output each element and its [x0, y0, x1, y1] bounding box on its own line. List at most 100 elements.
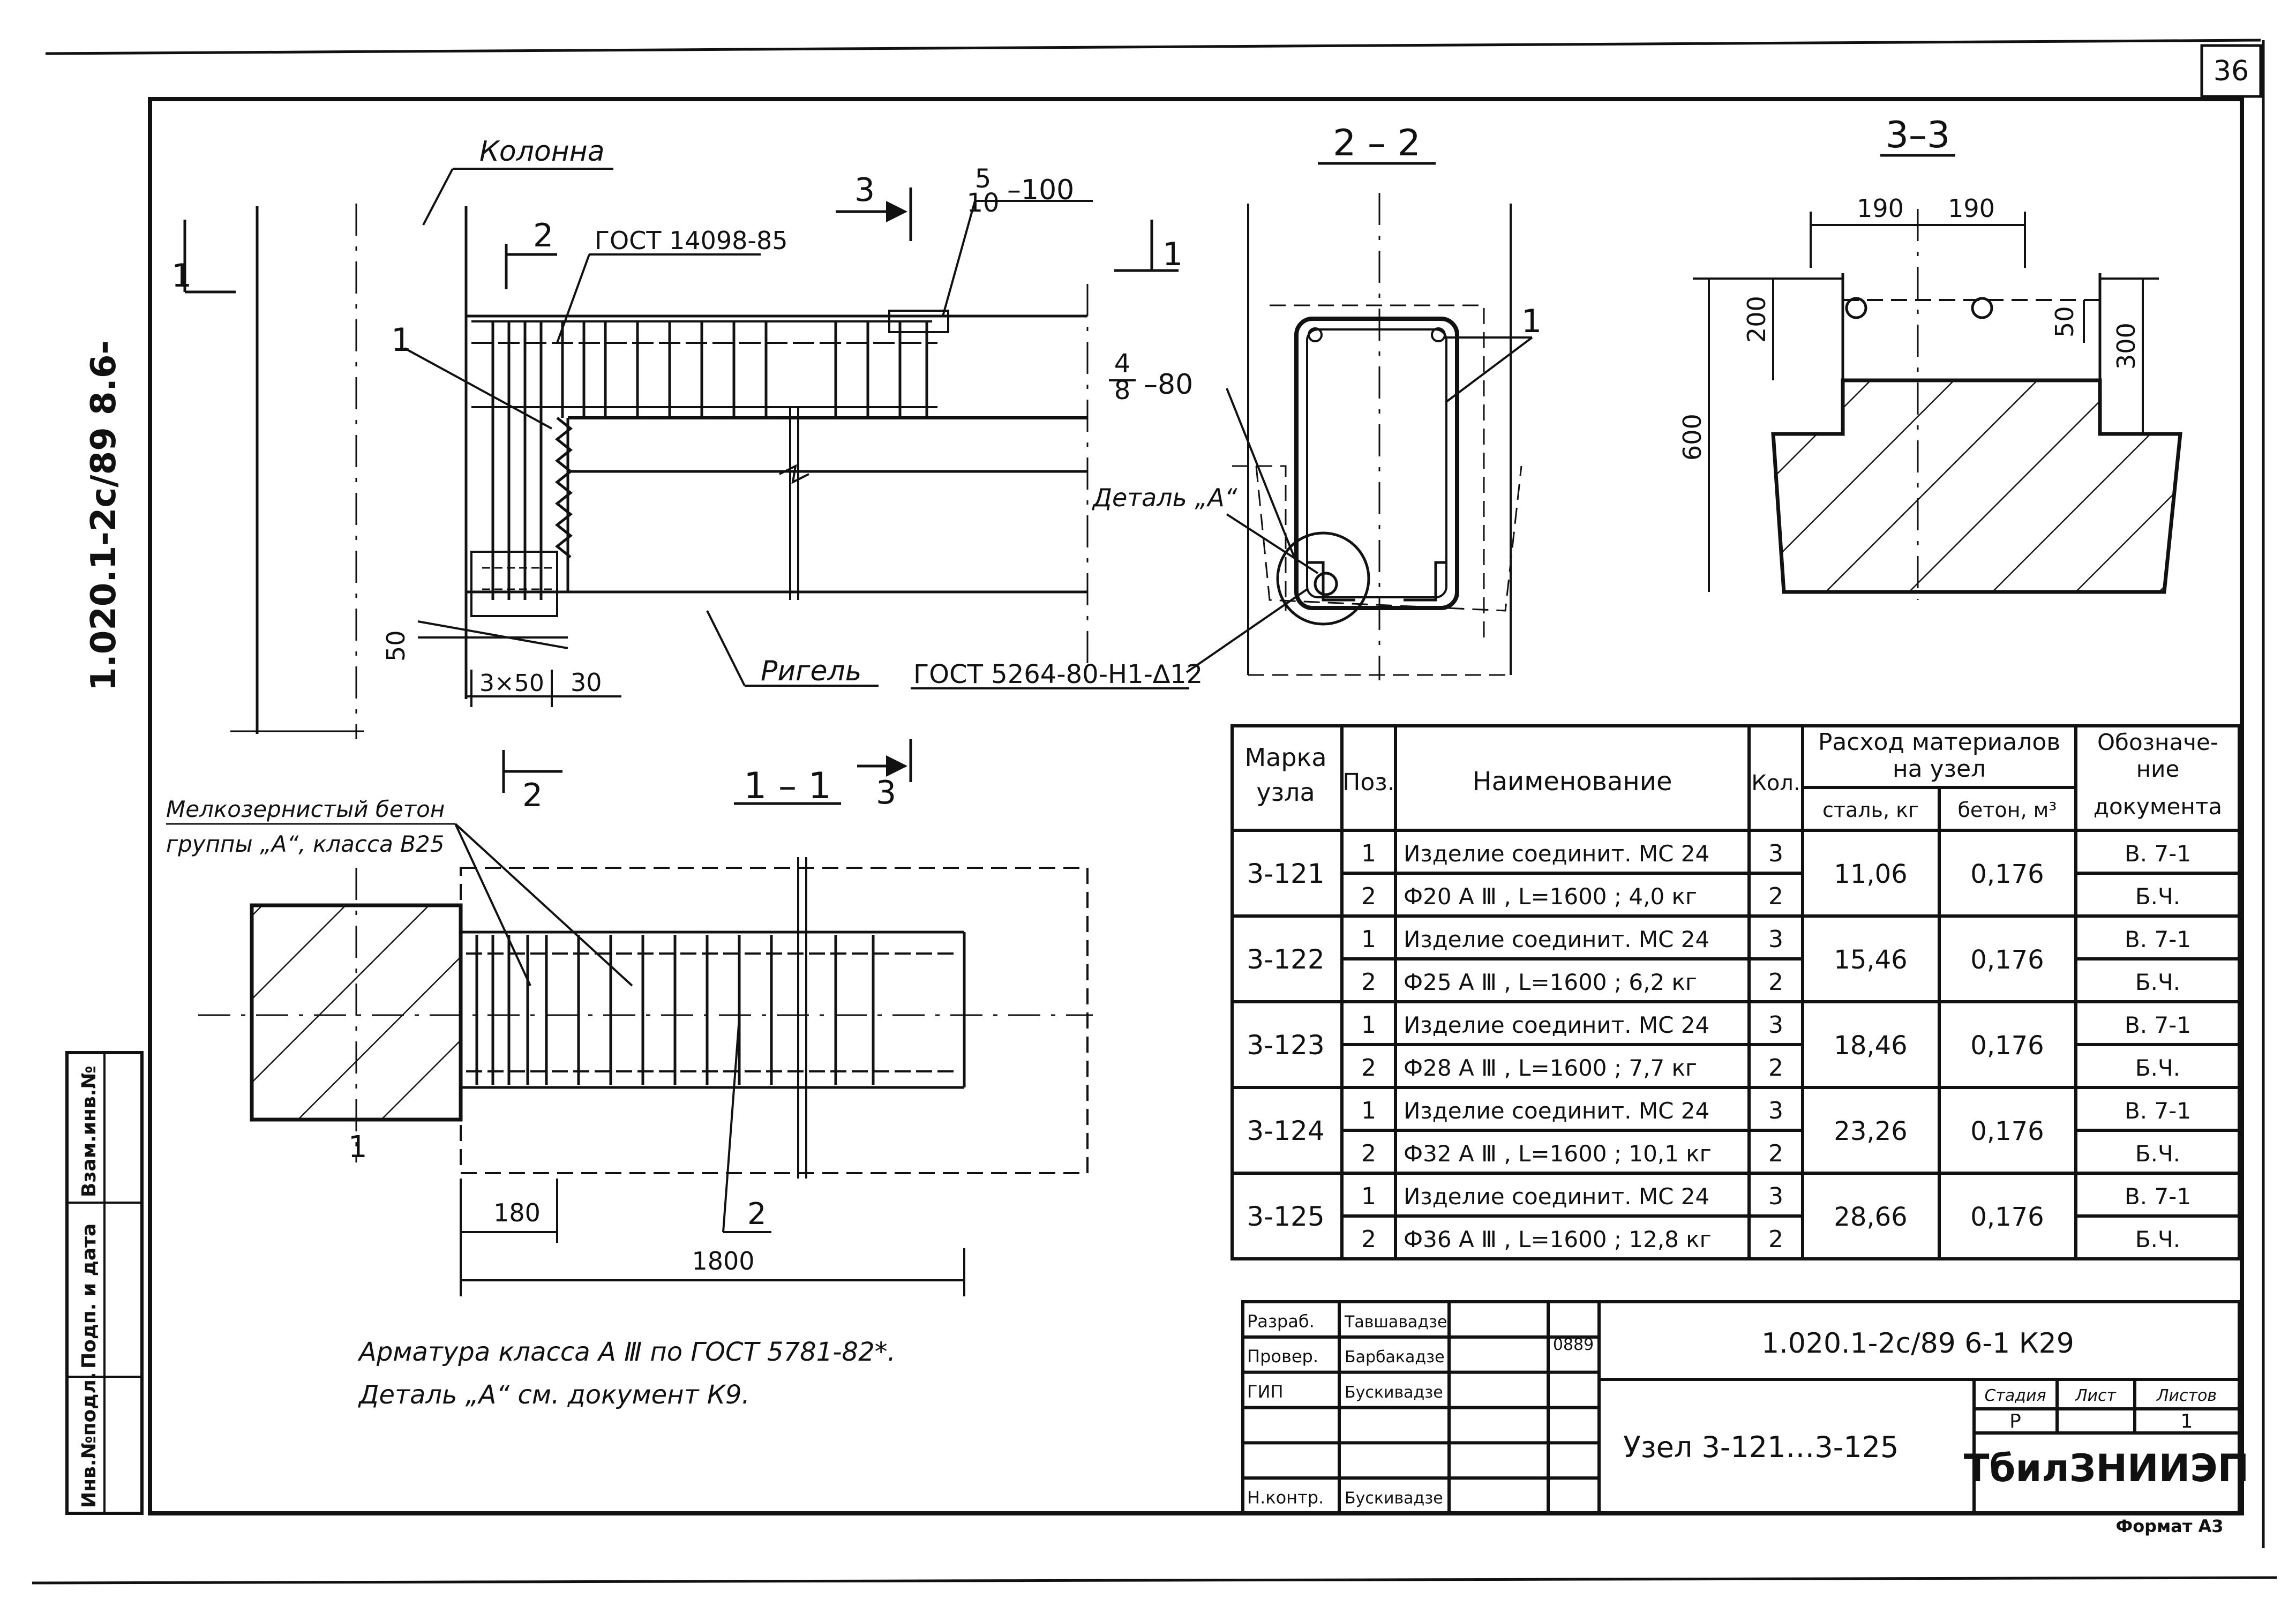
view-1-1: Мелкозернистый бетон группы „А“, класса …	[166, 739, 1093, 1296]
section-title-1-1: 1 – 1	[744, 765, 831, 807]
hdr-mark-2: узла	[1256, 778, 1315, 807]
section-2-2: 2 – 2 1 4 8 –80 Деталь „А“	[1092, 122, 1542, 680]
item-pos: 1	[1361, 1011, 1376, 1039]
title-section-2-2: 2 – 2	[1333, 122, 1421, 164]
hdr-concrete: бетон, м³	[1957, 798, 2057, 822]
hdr-qty: Кол.	[1751, 771, 1800, 796]
item-qty: 2	[1768, 969, 1783, 996]
concrete-note-line1: Мелкозернистый бетон	[166, 796, 445, 822]
hdr-doc-2: ние	[2136, 756, 2180, 782]
note-line-2: Деталь „А“ см. документ К9.	[358, 1380, 750, 1410]
dim-190-right: 190	[1948, 194, 1995, 223]
role-label: Н.контр.	[1247, 1488, 1324, 1508]
item-qty: 2	[1768, 883, 1783, 910]
item-doc: В. 7-1	[2125, 1098, 2191, 1124]
item-qty: 3	[1768, 840, 1783, 867]
row-concrete: 0,176	[1970, 1031, 2044, 1061]
tb-org: ТбилЗНИИЭП	[1964, 1446, 2249, 1490]
hdr-consumption-2: на узел	[1893, 755, 1986, 783]
item-pos: 2	[1361, 969, 1376, 996]
item-name: Ф36 А Ⅲ , L=1600 ; 12,8 кг	[1404, 1226, 1712, 1252]
label-gost-rebar: ГОСТ 5264-80-Н1-∆12	[913, 659, 1203, 689]
dim-3x50: 3×50	[479, 670, 544, 697]
sheet-number-box: 36	[2200, 44, 2262, 98]
hdr-consumption-1: Расход материалов	[1818, 729, 2060, 756]
stirrup-top-den: 10	[966, 188, 999, 218]
sheet-number: 36	[2214, 55, 2249, 87]
dim-50-section: 50	[2050, 306, 2079, 337]
role-name: Бускивадзе	[1345, 1383, 1443, 1402]
hdr-name: Наименование	[1472, 767, 1672, 797]
dim-50: 50	[381, 630, 410, 662]
item-doc: В. 7-1	[2125, 840, 2191, 867]
section-3-mark-1-1: 3	[876, 774, 896, 812]
label-rigel: Ригель	[761, 655, 861, 687]
dim-200: 200	[1742, 296, 1771, 343]
strip-replace-inv: Взам.инв.№	[78, 1065, 100, 1197]
row-mark: 3-124	[1247, 1115, 1324, 1146]
stirrup-mid-step: –80	[1144, 369, 1193, 401]
label-column: Колонна	[479, 136, 605, 168]
row-mark: 3-121	[1247, 858, 1324, 889]
dim-30: 30	[571, 668, 602, 697]
tb-format: Формат А3	[2115, 1516, 2223, 1536]
item-qty: 2	[1768, 1226, 1783, 1253]
detail-a-label: Деталь „А“	[1092, 483, 1237, 512]
row-steel: 11,06	[1834, 859, 1907, 889]
role-name: Тавшавадзе	[1344, 1312, 1447, 1331]
row-steel: 28,66	[1834, 1202, 1907, 1232]
dim-600: 600	[1678, 414, 1707, 461]
tb-stage: Р	[2009, 1410, 2021, 1432]
item-doc: Б.Ч.	[2135, 1140, 2180, 1167]
tb-doc-code: 1.020.1-2с/89 6-1 К29	[1761, 1327, 2074, 1360]
title-section-3-3: 3–3	[1886, 114, 1950, 156]
section-2-2-position-1: 1	[1521, 303, 1542, 340]
item-pos: 2	[1361, 1140, 1376, 1167]
section-3-mark: 3	[854, 171, 875, 209]
item-name: Изделие соединит. МС 24	[1404, 926, 1709, 952]
item-pos: 1	[1361, 926, 1376, 953]
item-doc: Б.Ч.	[2135, 883, 2180, 910]
hdr-mark-1: Марка	[1244, 743, 1326, 772]
strip-inv-no: Инв.№подл.	[78, 1372, 100, 1509]
section-3-3: 3–3 190 190 200 50 300 600	[1678, 114, 2182, 600]
role-label: Провер.	[1247, 1346, 1318, 1367]
tb-sheets: 1	[2181, 1410, 2193, 1432]
row-mark: 3-123	[1247, 1030, 1324, 1061]
row-steel: 23,26	[1834, 1116, 1907, 1146]
position-1: 1	[391, 321, 411, 359]
hdr-doc-1: Обозначе-	[2097, 729, 2218, 755]
item-pos: 1	[1361, 840, 1376, 867]
item-qty: 2	[1768, 1054, 1783, 1082]
role-name: Барбакадзе	[1345, 1348, 1445, 1367]
concrete-note-line2: группы „А“, класса В25	[166, 831, 444, 857]
view-1-1-position-2: 2	[747, 1197, 767, 1232]
row-steel: 15,46	[1834, 945, 1907, 975]
tb-sheets-label: Листов	[2156, 1386, 2217, 1405]
row-concrete: 0,176	[1970, 1116, 2044, 1146]
item-pos: 2	[1361, 1226, 1376, 1253]
dim-180: 180	[493, 1198, 541, 1227]
spec-table: Марка узла Поз. Наименование Кол. Расход…	[1230, 724, 2241, 1260]
item-doc: Б.Ч.	[2135, 969, 2180, 995]
row-concrete: 0,176	[1970, 859, 2044, 889]
item-pos: 1	[1361, 1183, 1376, 1210]
item-qty: 3	[1768, 1011, 1783, 1039]
item-doc: В. 7-1	[2125, 926, 2191, 952]
dim-300: 300	[2112, 322, 2141, 370]
note-line-1: Арматура класса А Ⅲ по ГОСТ 5781-82*.	[357, 1337, 896, 1367]
item-name: Изделие соединит. МС 24	[1404, 1098, 1709, 1124]
item-name: Изделие соединит. МС 24	[1404, 840, 1709, 867]
strip-sign-date: Подп. и дата	[78, 1224, 100, 1369]
section-2-mark-1-1: 2	[522, 777, 543, 814]
item-name: Изделие соединит. МС 24	[1404, 1183, 1709, 1210]
hdr-pos: Поз.	[1342, 769, 1394, 796]
row-concrete: 0,176	[1970, 1202, 2044, 1232]
item-name: Ф20 А Ⅲ , L=1600 ; 4,0 кг	[1404, 883, 1697, 910]
item-doc: В. 7-1	[2125, 1012, 2191, 1038]
item-qty: 3	[1768, 926, 1783, 953]
row-mark: 3-125	[1247, 1201, 1324, 1232]
item-name: Изделие соединит. МС 24	[1404, 1012, 1709, 1038]
